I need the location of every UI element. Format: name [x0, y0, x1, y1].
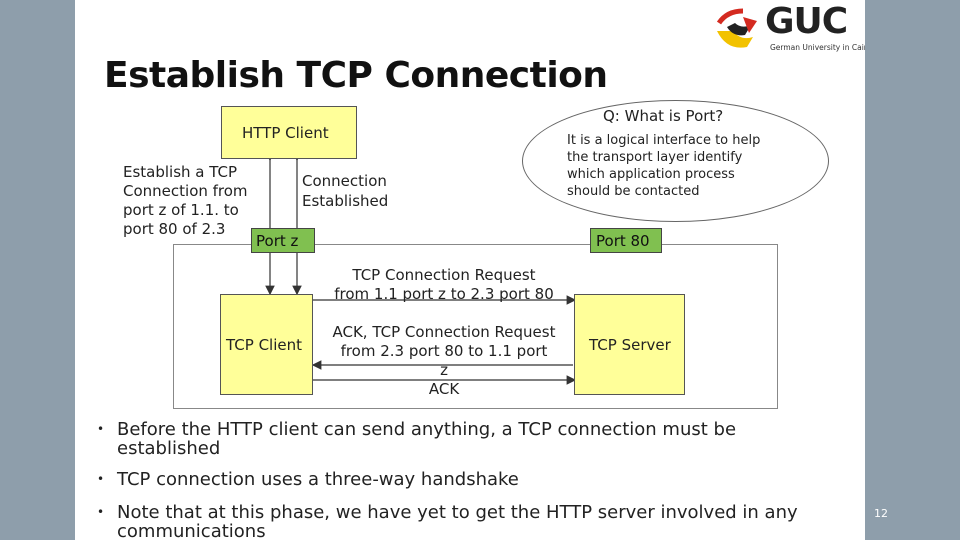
bullet-icon: • [97, 422, 105, 436]
http-client-box: HTTP Client [221, 106, 357, 159]
transport-layer-frame [173, 244, 778, 409]
bullet-line: communications [117, 521, 266, 540]
bullet-line: TCP connection uses a three-way handshak… [117, 469, 519, 490]
ack-request-label: ACK, TCP Connection Request from 2.3 por… [315, 323, 573, 399]
request-label: TCP Connection Request from 1.1 port z t… [315, 266, 573, 304]
ack-request-line: from 2.3 port 80 to 1.1 port [340, 342, 548, 360]
request-label-line: from 1.1 port z to 2.3 port 80 [334, 285, 554, 303]
establish-note-line: port 80 of 2.3 [123, 220, 226, 238]
port-80-label: Port 80 [596, 232, 650, 250]
tcp-server-label: TCP Server [589, 336, 671, 354]
bullet-item: • Note that at this phase, we have yet t… [97, 503, 865, 540]
establish-note: Establish a TCP Connection from port z o… [123, 163, 248, 239]
logo-text: GUC [765, 1, 848, 42]
bullet-list: • Before the HTTP client can send anythi… [97, 420, 865, 540]
bullet-item: • Before the HTTP client can send anythi… [97, 420, 865, 458]
bullet-icon: • [97, 505, 105, 519]
bullet-line: Before the HTTP client can send anything… [117, 419, 737, 440]
logo-subtitle: German University in Cairo [770, 43, 865, 52]
callout-answer-line: the transport layer identify [567, 150, 743, 165]
connection-established-note: Connection Established [302, 171, 388, 211]
tcp-client-box: TCP Client [220, 294, 313, 395]
port-z-label: Port z [256, 232, 299, 250]
request-label-line: TCP Connection Request [352, 266, 536, 284]
connection-established-line: Connection [302, 172, 387, 190]
port-callout [522, 100, 829, 222]
ack-request-line: ACK, TCP Connection Request [332, 323, 556, 341]
port-80-box: Port 80 [590, 228, 662, 253]
ack-label: ACK [428, 380, 460, 398]
establish-note-line: port z of 1.1. to [123, 201, 239, 219]
right-band [865, 0, 960, 540]
callout-answer-line: It is a logical interface to help [567, 133, 761, 148]
callout-question: Q: What is Port? [603, 107, 724, 125]
tcp-client-label: TCP Client [226, 336, 302, 354]
bullet-item: • TCP connection uses a three-way handsh… [97, 470, 865, 489]
ack-request-line: z [440, 361, 448, 379]
left-band [0, 0, 75, 540]
page-number: 12 [874, 507, 888, 520]
guc-logo-mark-icon [716, 8, 757, 48]
establish-note-line: Establish a TCP [123, 163, 238, 181]
diagram-arrows [265, 151, 577, 385]
bullet-line: established [117, 438, 221, 459]
guc-logo: GUC German University in Cairo [713, 1, 865, 57]
http-client-label: HTTP Client [242, 124, 329, 142]
tcp-server-box: TCP Server [574, 294, 685, 395]
bullet-icon: • [97, 472, 105, 486]
callout-answer-line: which application process [567, 167, 735, 182]
callout-answer-line: should be contacted [567, 184, 700, 199]
connection-established-line: Established [302, 192, 389, 210]
port-z-box: Port z [251, 228, 315, 253]
establish-note-line: Connection from [123, 182, 248, 200]
slide-title: Establish TCP Connection [104, 55, 608, 96]
slide: GUC German University in Cairo Establish… [75, 0, 865, 540]
bullet-line: Note that at this phase, we have yet to … [117, 502, 798, 523]
callout-answer: It is a logical interface to help the tr… [567, 132, 797, 200]
